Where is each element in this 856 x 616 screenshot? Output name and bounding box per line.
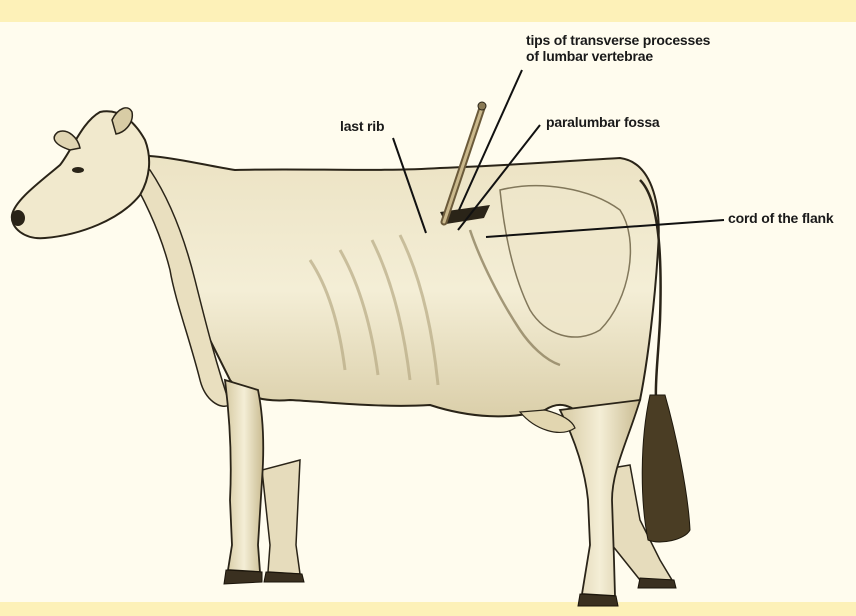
label-tips-line2: of lumbar vertebrae <box>526 48 710 64</box>
cow-eye <box>72 167 84 173</box>
label-tips-of-transverse-processes: tips of transverse processes of lumbar v… <box>526 32 710 64</box>
label-cord-of-the-flank: cord of the flank <box>728 210 834 226</box>
label-last-rib: last rib <box>340 118 384 134</box>
front-leg <box>225 380 263 572</box>
cow-head <box>12 111 149 238</box>
label-paralumbar-fossa: paralumbar fossa <box>546 114 660 130</box>
cow-ear-far <box>54 131 80 150</box>
label-tips-line1: tips of transverse processes <box>526 32 710 48</box>
cow-nostril <box>11 210 25 226</box>
tail-switch <box>642 395 690 542</box>
